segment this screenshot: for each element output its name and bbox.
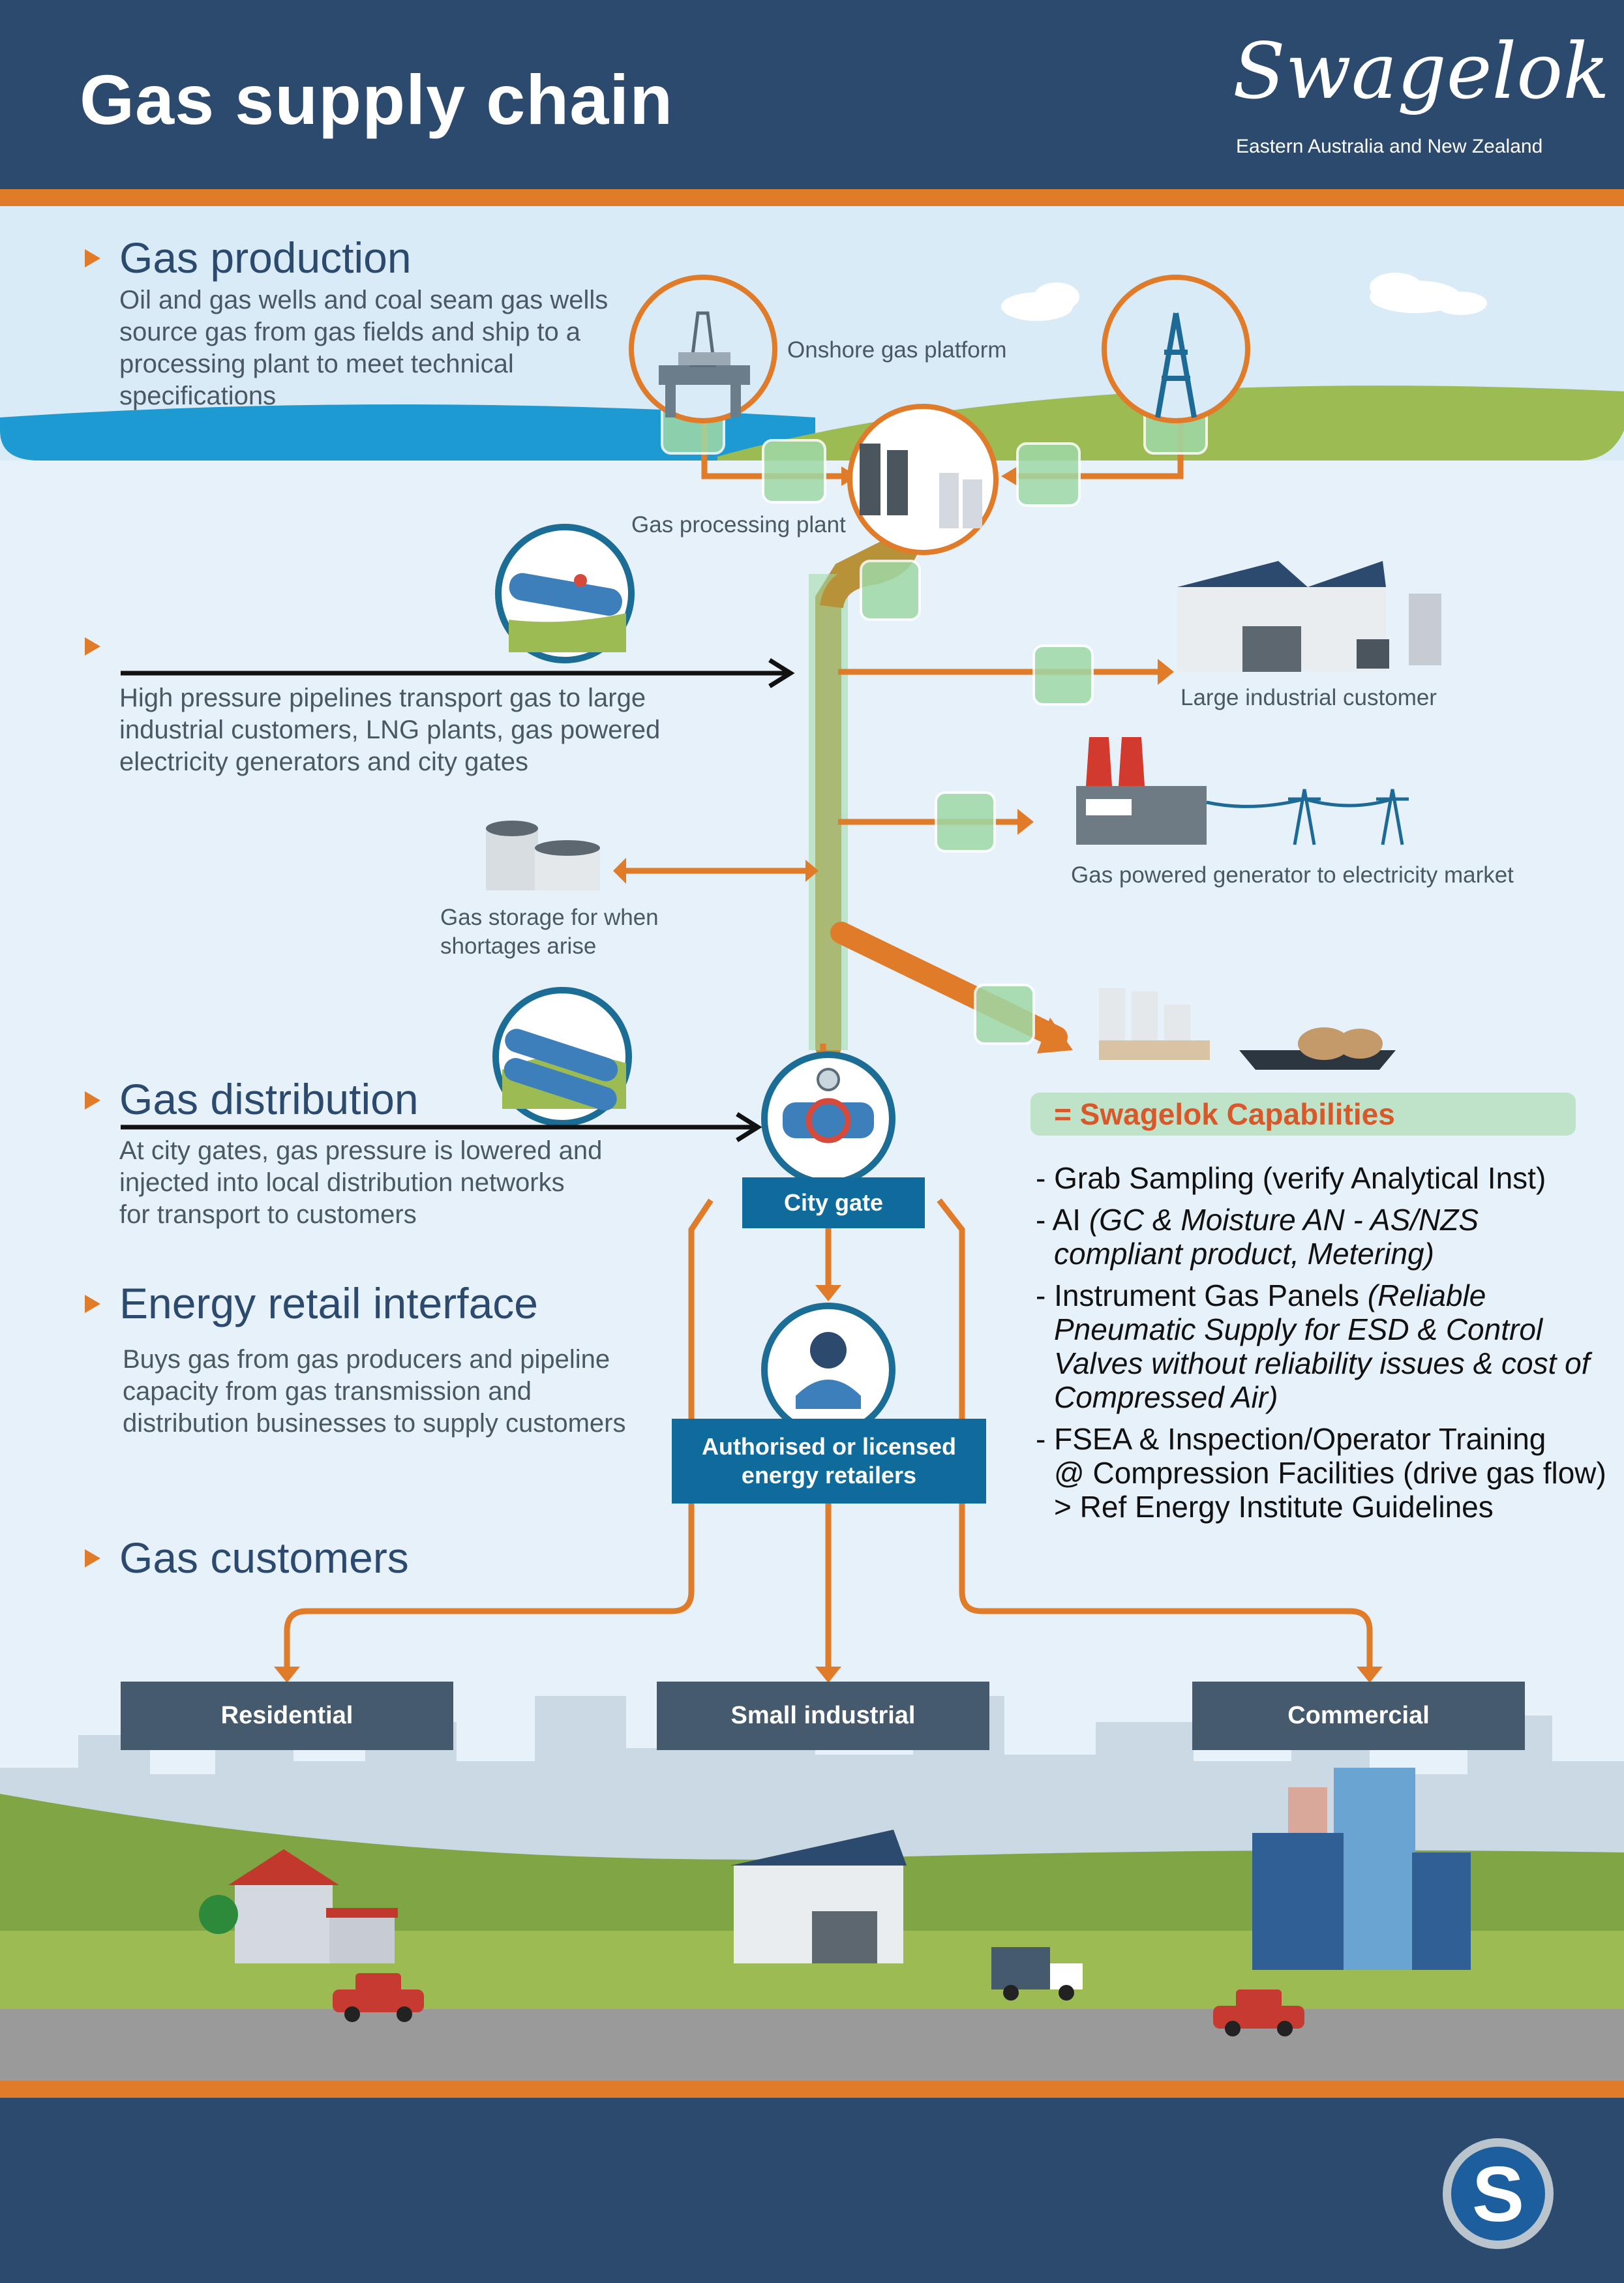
distribution-lines [284, 1198, 1373, 1667]
office-building-icon [1252, 1768, 1471, 1970]
storage-label: Gas storage for when shortages arise [440, 905, 659, 959]
capability-item: - Instrument Gas Panels (Reliable Pneuma… [1036, 1278, 1590, 1414]
gas-distribution-heading: Gas distribution [119, 1075, 419, 1123]
gas-distribution-description: At city gates, gas pressure is lowered a… [119, 1136, 603, 1229]
footer-banner [0, 2098, 1624, 2283]
transmission-description: High pressure pipelines transport gas to… [119, 684, 661, 776]
header-banner [0, 0, 1624, 189]
car-icon [333, 1973, 424, 2022]
section-marker-icon [85, 1549, 100, 1567]
section-marker-icon [85, 637, 100, 656]
power-station-icon [1076, 737, 1207, 845]
swagelok-logo: Swagelok [1233, 26, 1610, 116]
footer-logo: S [1443, 2138, 1554, 2249]
capabilities-title: = Swagelok Capabilities [1030, 1093, 1576, 1136]
section-marker-icon [85, 249, 100, 267]
distribution-pipes-icon [492, 987, 632, 1126]
distribution-arrowheads [274, 1285, 1383, 1683]
energy-retailers-box: Authorised or licensed energy retailers [672, 1419, 986, 1504]
warehouse-icon [730, 1830, 907, 1963]
section-marker-icon [85, 1295, 100, 1313]
capability-item: - FSEA & Inspection/Operator Training @ … [1036, 1422, 1606, 1524]
footer-stripe [0, 2081, 1624, 2098]
onshore-rig-icon [1102, 275, 1250, 423]
energy-retail-heading: Energy retail interface [119, 1279, 538, 1327]
arrow-icon [1037, 1018, 1073, 1053]
pointer-arrows [121, 658, 795, 1142]
gas-customers-heading: Gas customers [119, 1534, 409, 1582]
header-stripe [0, 189, 1624, 206]
page-title: Gas supply chain [80, 60, 674, 139]
capabilities-list: - Grab Sampling (verify Analytical Inst)… [1036, 1161, 1623, 1524]
residential-box: Residential [121, 1682, 453, 1750]
processing-plant-icon [847, 404, 999, 555]
sea-icon [0, 404, 815, 461]
commercial-box: Commercial [1192, 1682, 1525, 1750]
capability-highlight [809, 574, 848, 1050]
small-industrial-box: Small industrial [657, 1682, 989, 1750]
gas-production-description: Oil and gas wells and coal seam gas well… [119, 286, 609, 410]
city-gate-box: City gate [742, 1177, 925, 1228]
storage-tank-icon [486, 821, 600, 890]
pipeline-icon [495, 524, 635, 663]
factory-icon [1177, 561, 1441, 672]
truck-icon [991, 1947, 1083, 2001]
section-marker-icon [85, 1091, 100, 1110]
capability-item: - Grab Sampling (verify Analytical Inst) [1036, 1161, 1546, 1195]
large-industrial-label: Large industrial customer [1180, 685, 1437, 710]
gas-production-heading: Gas production [119, 234, 412, 282]
onshore-platform-label: Onshore gas platform [787, 337, 1007, 363]
retailer-headset-icon [761, 1303, 895, 1437]
energy-retail-description: Buys gas from gas producers and pipeline… [123, 1345, 626, 1438]
car-icon [1213, 1989, 1304, 2036]
house-icon [199, 1849, 398, 1963]
offshore-platform-icon [629, 275, 777, 423]
generator-label: Gas powered generator to electricity mar… [1071, 862, 1514, 888]
city-gate-valve-icon [761, 1051, 895, 1186]
arrowhead-icons [613, 466, 1174, 884]
lng-ship-icon [1099, 988, 1396, 1070]
processing-plant-label: Gas processing plant [631, 512, 846, 537]
logo-subtitle: Eastern Australia and New Zealand [1236, 136, 1543, 157]
capability-item: - AI (GC & Moisture AN - AS/NZS complian… [1036, 1203, 1479, 1271]
road [0, 2009, 1624, 2081]
cloud-icon [1001, 273, 1487, 321]
transmission-tower-icon [1206, 789, 1409, 845]
svg-text:S: S [1472, 2151, 1524, 2238]
